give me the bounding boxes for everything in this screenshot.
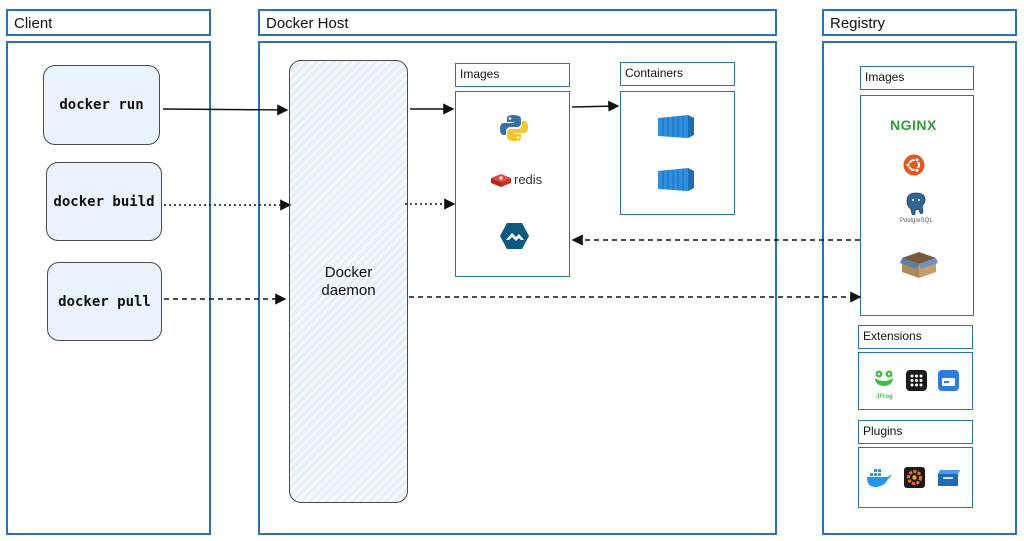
client-title: Client [14, 15, 53, 32]
host-containers-header: Containers [620, 62, 735, 86]
jfrog-icon [875, 370, 893, 386]
alpine-icon [500, 223, 529, 249]
container-icon [658, 168, 694, 191]
jfrog-label: JFrog [876, 394, 893, 400]
registry-title: Registry [830, 15, 886, 32]
docker-daemon-label-line2: daemon [321, 281, 376, 299]
run-arrow-images-to-containers [571, 100, 620, 112]
grafana-icon [904, 467, 925, 488]
redis-label: redis [514, 172, 543, 187]
host-images-title: Images [460, 67, 500, 81]
box-image-icon [900, 252, 938, 278]
docker-run-label: docker run [59, 97, 144, 113]
registry-images-header: Images [860, 66, 974, 90]
docker-daemon-label-line1: Docker [324, 263, 373, 281]
vmware-box-icon [938, 470, 960, 486]
disk-usage-icon [938, 370, 959, 391]
host-containers-title: Containers [625, 66, 684, 80]
docker-run-command: docker run [43, 65, 160, 145]
docker-daemon: Docker daemon [289, 60, 408, 503]
registry-plugins-title: Plugins [863, 424, 903, 438]
registry-extensions-title: Extensions [863, 329, 922, 343]
container-icon [658, 115, 694, 138]
registry-header: Registry [822, 9, 1017, 36]
docker-pull-label: docker pull [58, 293, 151, 310]
apps-grid-icon [906, 370, 927, 391]
postgresql-icon [906, 192, 926, 216]
docker-host-title: Docker Host [266, 15, 349, 32]
docker-build-label: docker build [53, 193, 155, 210]
docker-build-command: docker build [46, 162, 162, 241]
docker-whale-icon [867, 469, 891, 487]
registry-plugins-header: Plugins [858, 420, 973, 444]
registry-images-title: Images [865, 70, 905, 84]
ubuntu-icon [903, 154, 925, 176]
docker-host-header: Docker Host [258, 9, 777, 36]
host-images-header: Images [455, 63, 570, 87]
postgresql-label: PostgreSQL [900, 218, 933, 224]
host-containers-panel [620, 91, 735, 215]
python-icon [500, 115, 528, 141]
run-arrow-client-to-daemon [162, 104, 289, 116]
registry-extensions-header: Extensions [858, 325, 973, 349]
docker-pull-command: docker pull [47, 262, 162, 341]
nginx-logo: NGINX [890, 117, 937, 133]
redis-icon [491, 174, 511, 187]
client-header: Client [6, 9, 211, 36]
